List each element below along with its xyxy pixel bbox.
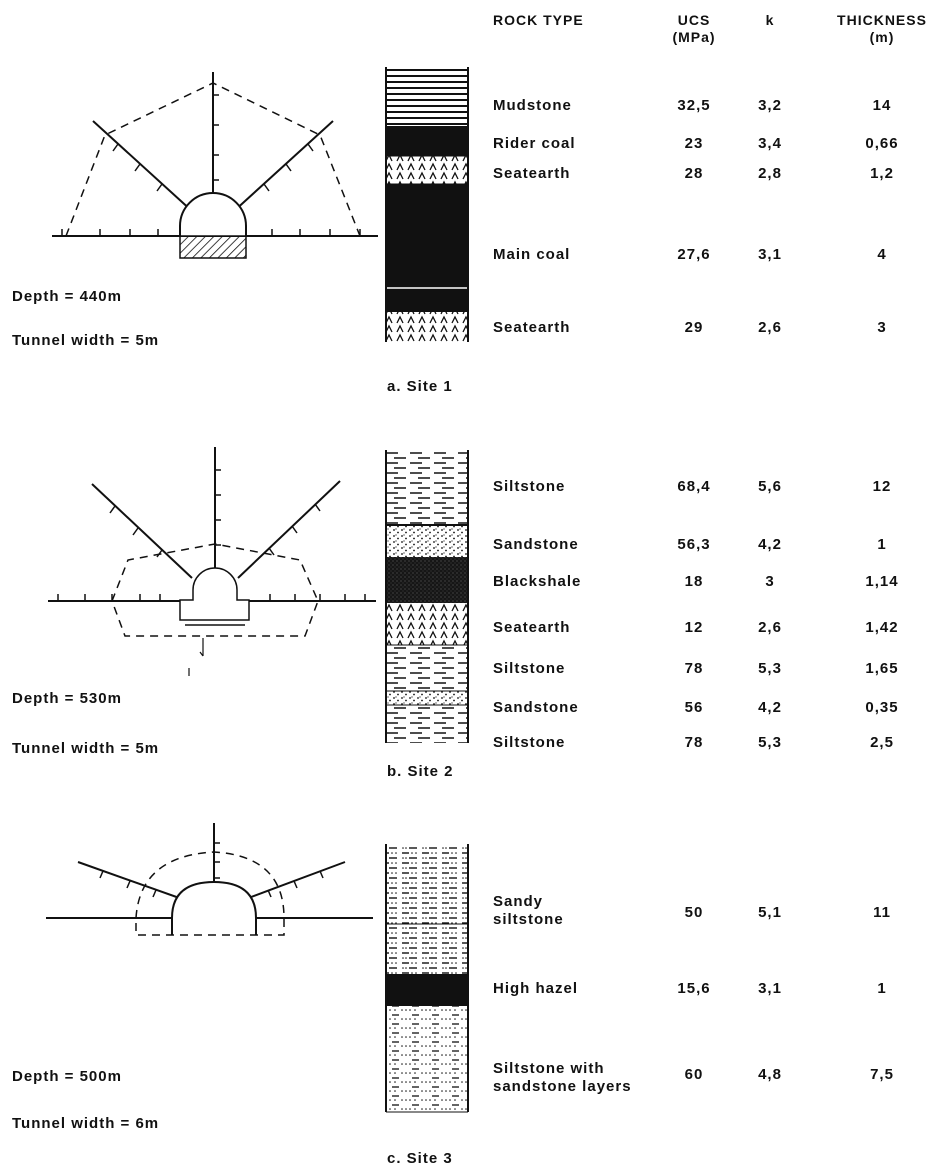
ucs-value: 32,5 bbox=[677, 97, 711, 114]
k-value: 3,1 bbox=[758, 980, 782, 997]
k-value: 4,8 bbox=[758, 1066, 782, 1083]
k-value: 5,3 bbox=[758, 660, 782, 677]
site2-strata-column bbox=[385, 450, 469, 743]
rock-name-line1: Sandy bbox=[493, 893, 544, 910]
ucs-value: 56,3 bbox=[677, 536, 711, 553]
site2-caption: b. Site 2 bbox=[387, 763, 454, 780]
ucs-value: 15,6 bbox=[677, 980, 711, 997]
k-value: 3,1 bbox=[758, 246, 782, 263]
k-value: 4,2 bbox=[758, 536, 782, 553]
thickness-value: 4 bbox=[877, 246, 887, 263]
ucs-value: 27,6 bbox=[677, 246, 711, 263]
rock-name: Seatearth bbox=[493, 165, 571, 182]
k-value: 5,1 bbox=[758, 904, 782, 921]
rock-name: Mudstone bbox=[493, 97, 572, 114]
header-ucs: UCS (MPa) bbox=[654, 12, 734, 46]
thickness-value: 14 bbox=[872, 97, 892, 114]
ucs-value: 50 bbox=[684, 904, 704, 921]
k-value: 2,6 bbox=[758, 619, 782, 636]
site3-strata-column bbox=[385, 844, 469, 1113]
rock-name: Seatearth bbox=[493, 319, 571, 336]
site2-tunnel-width: Tunnel width = 5m bbox=[12, 740, 160, 757]
site3-tunnel-width: Tunnel width = 6m bbox=[12, 1115, 160, 1132]
k-value: 2,6 bbox=[758, 319, 782, 336]
ucs-value: 60 bbox=[684, 1066, 704, 1083]
ucs-value: 12 bbox=[684, 619, 704, 636]
header-rock-type: ROCK TYPE bbox=[493, 12, 584, 28]
rock-name-line1: Siltstone with bbox=[493, 1060, 605, 1077]
thickness-value: 1,42 bbox=[865, 619, 899, 636]
header-thickness-unit: (m) bbox=[869, 29, 895, 45]
ucs-value: 18 bbox=[684, 573, 704, 590]
thickness-value: 1,2 bbox=[870, 165, 894, 182]
ucs-value: 23 bbox=[684, 135, 704, 152]
k-value: 3 bbox=[765, 573, 775, 590]
rock-name: High hazel bbox=[493, 980, 579, 997]
ucs-value: 78 bbox=[684, 660, 704, 677]
ucs-value: 29 bbox=[684, 319, 704, 336]
site2-depth: Depth = 530m bbox=[12, 690, 122, 707]
k-value: 5,6 bbox=[758, 478, 782, 495]
thickness-value: 2,5 bbox=[870, 734, 894, 751]
ucs-value: 28 bbox=[684, 165, 704, 182]
rock-name: Siltstone bbox=[493, 660, 566, 677]
k-value: 4,2 bbox=[758, 699, 782, 716]
rock-name: Siltstone bbox=[493, 734, 566, 751]
site1-tunnel-width: Tunnel width = 5m bbox=[12, 332, 160, 349]
rock-name: Siltstone bbox=[493, 478, 566, 495]
site1-strata-column bbox=[385, 67, 469, 342]
site3-depth: Depth = 500m bbox=[12, 1068, 122, 1085]
site3-caption: c. Site 3 bbox=[387, 1150, 453, 1167]
thickness-value: 1 bbox=[877, 536, 887, 553]
thickness-value: 3 bbox=[877, 319, 887, 336]
rock-name: Sandstone bbox=[493, 699, 579, 716]
k-value: 3,2 bbox=[758, 97, 782, 114]
rock-name: Sandy siltstone bbox=[493, 893, 564, 929]
rock-name: Siltstone with sandstone layers bbox=[493, 1060, 632, 1096]
rock-name: Blackshale bbox=[493, 573, 582, 590]
thickness-value: 11 bbox=[873, 904, 891, 921]
thickness-value: 1,14 bbox=[865, 573, 899, 590]
thickness-value: 1,65 bbox=[865, 660, 899, 677]
header-ucs-unit: (MPa) bbox=[672, 29, 716, 45]
ucs-value: 56 bbox=[684, 699, 704, 716]
header-thickness-line1: THICKNESS bbox=[837, 12, 927, 28]
rock-name: Main coal bbox=[493, 246, 571, 263]
thickness-value: 0,35 bbox=[865, 699, 899, 716]
rock-name: Sandstone bbox=[493, 536, 579, 553]
rock-name: Seatearth bbox=[493, 619, 571, 636]
rock-name: Rider coal bbox=[493, 135, 576, 152]
thickness-value: 7,5 bbox=[870, 1066, 894, 1083]
site1-caption: a. Site 1 bbox=[387, 378, 453, 395]
thickness-value: 0,66 bbox=[865, 135, 899, 152]
ucs-value: 78 bbox=[684, 734, 704, 751]
site3-tunnel-drawing bbox=[46, 823, 373, 936]
k-value: 5,3 bbox=[758, 734, 782, 751]
thickness-value: 12 bbox=[872, 478, 892, 495]
k-value: 3,4 bbox=[758, 135, 782, 152]
k-value: 2,8 bbox=[758, 165, 782, 182]
site2-tunnel-drawing bbox=[48, 447, 376, 676]
ucs-value: 68,4 bbox=[677, 478, 711, 495]
site1-depth: Depth = 440m bbox=[12, 288, 122, 305]
header-k: k bbox=[765, 12, 775, 28]
thickness-value: 1 bbox=[877, 980, 887, 997]
header-ucs-line1: UCS bbox=[677, 12, 711, 28]
header-thickness: THICKNESS (m) bbox=[822, 12, 942, 46]
rock-name-line2: sandstone layers bbox=[493, 1078, 632, 1095]
rock-name-line2: siltstone bbox=[493, 911, 564, 928]
site1-tunnel-drawing bbox=[52, 72, 378, 259]
